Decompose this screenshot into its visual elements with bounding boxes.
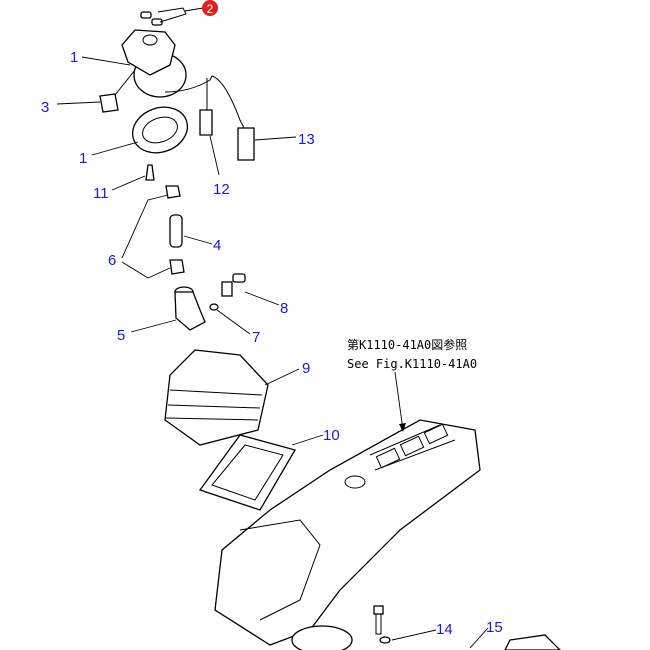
callout-8[interactable]: 8 — [280, 300, 288, 317]
screw-11 — [145, 164, 155, 181]
callout-1-top[interactable]: 1 — [70, 49, 78, 66]
boot-9 — [164, 349, 269, 446]
arrow-head-icon — [399, 423, 406, 432]
callout-3[interactable]: 3 — [41, 99, 49, 116]
callout-6[interactable]: 6 — [108, 252, 116, 269]
bolt-8 — [221, 273, 246, 297]
leader-lines — [56, 7, 489, 649]
frame-10 — [198, 434, 296, 511]
callout-9[interactable]: 9 — [302, 360, 310, 377]
callout-12[interactable]: 12 — [213, 181, 230, 198]
console-housing — [214, 419, 481, 646]
reference-note-jp: 第K1110-41A0図参照 — [347, 337, 467, 352]
callout-14[interactable]: 14 — [436, 621, 453, 638]
callout-7[interactable]: 7 — [252, 329, 260, 346]
callout-5[interactable]: 5 — [117, 327, 125, 344]
washer-7 — [209, 303, 219, 311]
bezel-plate — [131, 106, 189, 154]
bottom-parts — [291, 605, 561, 650]
callout-10[interactable]: 10 — [323, 427, 340, 444]
callout-11[interactable]: 11 — [93, 185, 109, 202]
callout-1-bezel[interactable]: 1 — [79, 150, 87, 167]
reference-note-en[interactable]: See Fig.K1110-41A0 — [347, 357, 477, 371]
callout-15[interactable]: 15 — [486, 619, 503, 636]
callout-2-label: 2 — [207, 2, 214, 16]
callout-13[interactable]: 13 — [298, 131, 315, 148]
callout-4[interactable]: 4 — [213, 237, 221, 254]
nuts-and-stud — [165, 185, 185, 275]
switch-assembly — [99, 7, 255, 161]
callout-2[interactable]: 2 — [202, 0, 218, 16]
lever-body — [174, 286, 206, 331]
